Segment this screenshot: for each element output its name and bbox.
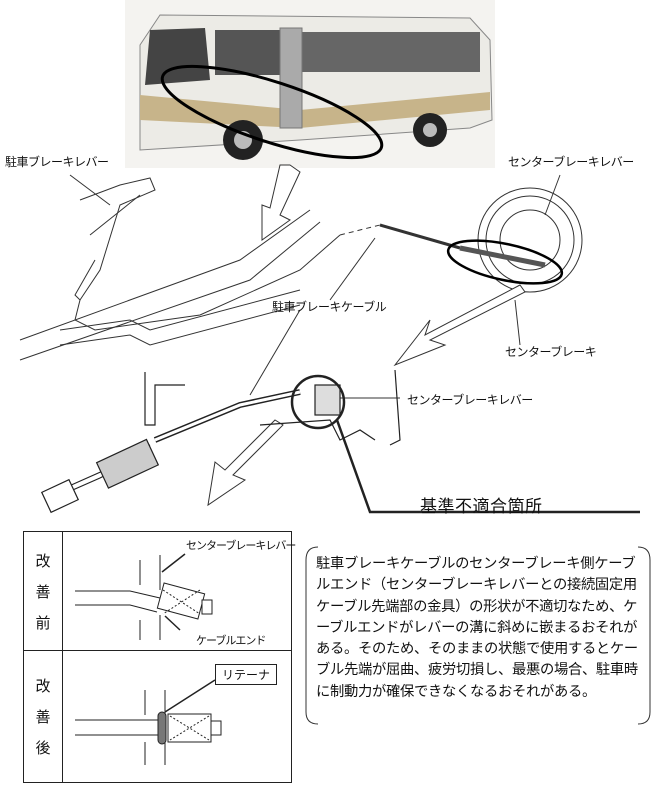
label-center-brake: センターブレーキ: [505, 345, 597, 359]
description-note: 駐車ブレーキケーブルのセンターブレーキ側ケーブルエンド（センターブレーキレバーと…: [316, 556, 638, 700]
label-parking-brake-lever: 駐車ブレーキレバー: [5, 155, 109, 169]
heading-before: 改 善 前: [24, 532, 63, 650]
row-before: 改 善 前: [24, 532, 291, 651]
bus-photo: [125, 0, 495, 168]
heading-char: 善: [35, 708, 51, 726]
heading-after: 改 善 後: [24, 651, 63, 782]
heading-char: 改: [35, 677, 51, 695]
label-retainer: リテーナ: [215, 664, 278, 685]
row-after: 改 善 後: [24, 651, 291, 782]
heading-char: 後: [35, 739, 51, 757]
before-after-table: 改 善 前 改 善 後: [23, 531, 292, 783]
heading-char: 善: [35, 582, 51, 601]
label-parking-brake-cable: 駐車ブレーキケーブル: [272, 300, 387, 314]
label-center-brake-lever-mid: センターブレーキレバー: [407, 393, 533, 407]
heading-char: 改: [35, 551, 51, 570]
heading-char: 前: [35, 613, 51, 632]
label-cable-end: ケーブルエンド: [196, 634, 266, 647]
label-nonconforming-location: 基準不適合箇所: [420, 497, 543, 517]
label-before-lever: センターブレーキレバー: [186, 539, 296, 552]
label-center-brake-lever-top: センターブレーキレバー: [508, 155, 634, 169]
